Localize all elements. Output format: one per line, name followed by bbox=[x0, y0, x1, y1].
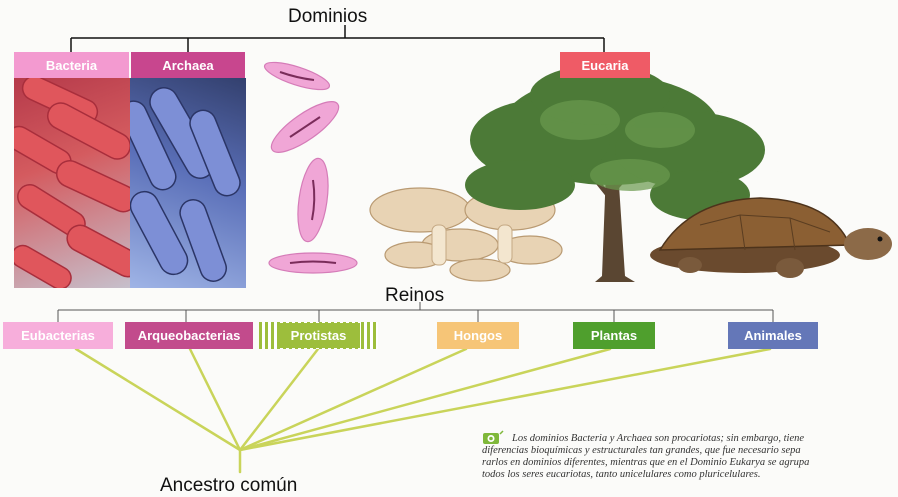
kingdom-protistas-box: Protistas bbox=[259, 322, 378, 349]
kingdom-protistas-label: Protistas bbox=[277, 323, 361, 348]
caption-line-4: todos los seres eucariotas, tanto unicel… bbox=[482, 469, 761, 481]
kingdom-animales-label: Animales bbox=[728, 322, 818, 349]
caption-line-1: Los dominios Bacteria y Archaea son proc… bbox=[512, 433, 804, 445]
kingdom-arqueobacterias-label: Arqueobacterias bbox=[125, 322, 253, 349]
domain-archaea-label: Archaea bbox=[131, 52, 245, 78]
caption-line-3: rarlos en dominios diferentes, mientras … bbox=[482, 457, 809, 469]
domain-bacteria-label: Bacteria bbox=[14, 52, 129, 78]
domain-eucaria-label: Eucaria bbox=[560, 52, 650, 78]
caption-line-2: diferencias bioquímicas y estructurales … bbox=[482, 445, 801, 457]
kingdom-eubacterias-label: Eubacterias bbox=[3, 322, 113, 349]
kingdom-plantas-label: Plantas bbox=[573, 322, 655, 349]
camera-icon bbox=[482, 430, 502, 444]
kingdom-hongos-label: Hongos bbox=[437, 322, 519, 349]
